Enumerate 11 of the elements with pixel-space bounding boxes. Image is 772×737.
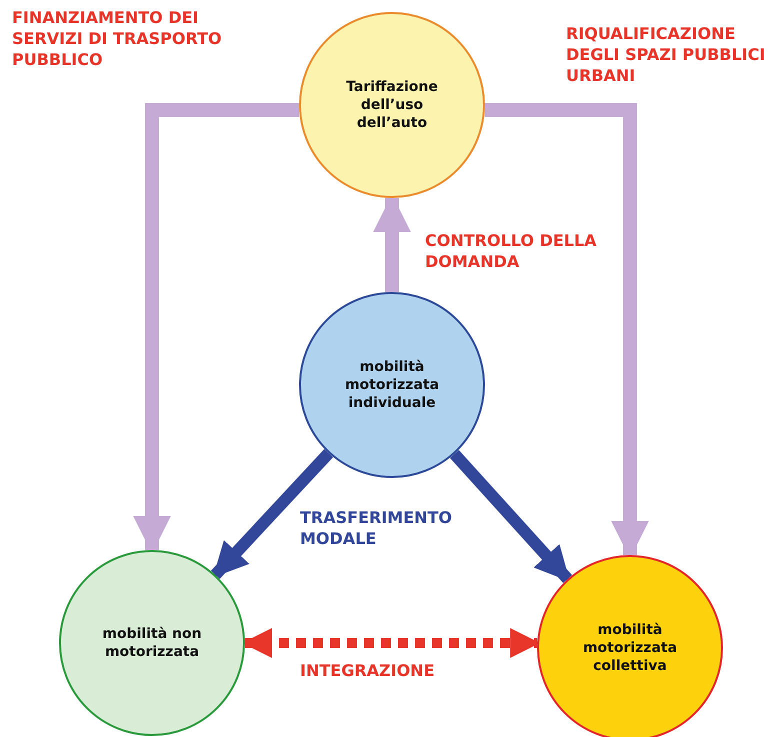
annotation-text: RIQUALIFICAZIONE DEGLI SPAZI PUBBLICI URBANI: [566, 24, 766, 86]
annotation-text: INTEGRAZIONE: [300, 661, 436, 682]
node-text: Tariffazione dell’uso dell’auto: [345, 78, 439, 132]
node-text: mobilità motorizzata individuale: [344, 358, 440, 412]
arrow: [450, 450, 572, 584]
annotation-text: FINANZIAMENTO DEI SERVIZI DI TRASPORTO PUBBLICO: [12, 8, 223, 70]
arrow: [210, 449, 334, 579]
annotation-text: CONTROLLO DELLA DOMANDA: [425, 231, 598, 273]
node-text: mobilità motorizzata collettiva: [582, 620, 678, 676]
node-text: mobilità non motorizzata: [101, 624, 203, 662]
annotation-text: TRASFERIMENTO MODALE: [300, 508, 454, 550]
